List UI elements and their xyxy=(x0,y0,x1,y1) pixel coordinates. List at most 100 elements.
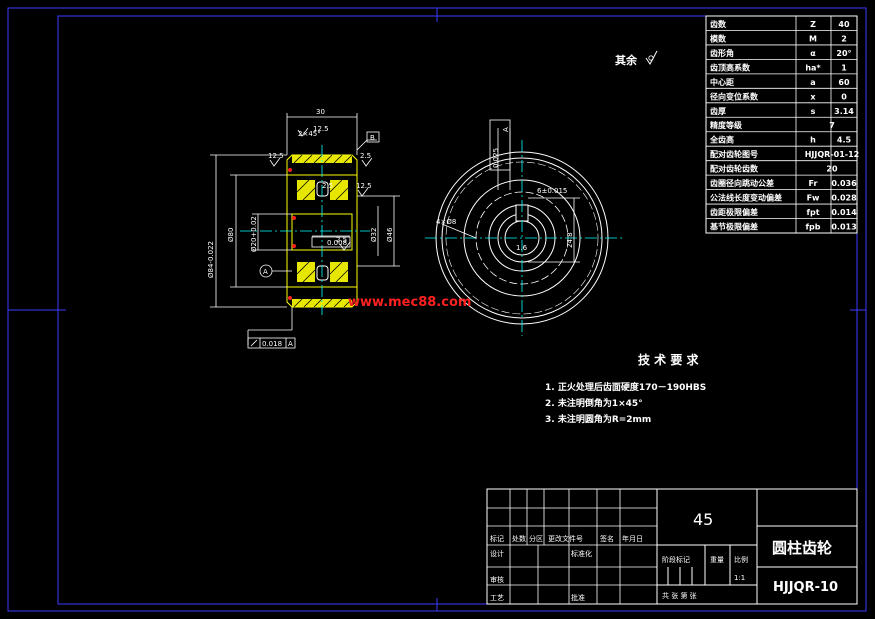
watermark: www.mec88.com xyxy=(348,295,471,310)
hole-pattern-dim: 4×Ø8 xyxy=(436,218,456,226)
section-view: B A 30 2×45° 12.5 12.5 2.5 12.5 2.5 2.5 … xyxy=(207,108,400,349)
svg-text:12.5: 12.5 xyxy=(268,152,284,160)
width-dim: 30 xyxy=(316,108,325,116)
drawing-number: HJJQR-10 xyxy=(773,580,838,595)
svg-text:1. 正火处理后齿面硬度170－190HBS: 1. 正火处理后齿面硬度170－190HBS xyxy=(545,381,706,393)
param-name: 精度等级 xyxy=(710,120,743,130)
param-name: 基节极限偏差 xyxy=(709,222,758,232)
svg-text:工艺: 工艺 xyxy=(490,594,504,602)
svg-text:标准化: 标准化 xyxy=(571,549,592,558)
svg-text:共 张 第 张: 共 张 第 张 xyxy=(662,591,697,600)
svg-text:阶段标记: 阶段标记 xyxy=(662,555,690,564)
param-row: 配对齿轮齿数 20 xyxy=(710,164,838,174)
param-name: 齿圈径向跳动公差 xyxy=(710,178,774,188)
param-row: 公法线长度变动偏差 Fw 0.028 xyxy=(710,193,857,203)
param-value: 0.028 xyxy=(831,194,857,203)
svg-text:A: A xyxy=(288,340,293,348)
param-name: 公法线长度变动偏差 xyxy=(710,193,782,203)
svg-text:12.5: 12.5 xyxy=(356,182,372,190)
title-block xyxy=(486,488,858,605)
svg-text:审核: 审核 xyxy=(490,575,504,584)
material: 45 xyxy=(693,510,713,529)
svg-text:处数: 处数 xyxy=(512,534,526,543)
param-symbol: Fr xyxy=(809,179,818,188)
bore-diameter-dim: Ø20+0.02 xyxy=(250,216,258,252)
svg-text:2.5: 2.5 xyxy=(322,182,333,190)
param-value: 0.013 xyxy=(831,223,856,232)
svg-text:分区: 分区 xyxy=(529,534,543,543)
svg-text:A: A xyxy=(263,268,268,276)
param-symbol: M xyxy=(809,34,817,43)
svg-text:0.008: 0.008 xyxy=(327,239,347,247)
param-symbol: Fw xyxy=(807,194,820,203)
param-symbol: s xyxy=(811,107,816,116)
technical-requirements: 技 术 要 求 1. 正火处理后齿面硬度170－190HBS 2. 未注明倒角为… xyxy=(545,352,706,425)
param-name: 径向变位系数 xyxy=(710,91,759,101)
tip-diameter-dim: Ø84-0.022 xyxy=(207,241,215,278)
param-name: 中心距 xyxy=(710,77,734,87)
param-value: 40 xyxy=(838,20,850,29)
svg-text:比例: 比例 xyxy=(734,555,748,564)
svg-text:设计: 设计 xyxy=(490,549,504,558)
param-symbol: h xyxy=(810,136,816,145)
svg-text:1.6: 1.6 xyxy=(516,244,528,252)
svg-text:更改文件号: 更改文件号 xyxy=(548,534,583,543)
param-name: 齿数 xyxy=(710,19,727,29)
symmetry-tolerance: 0.025 xyxy=(492,148,500,168)
svg-text:A: A xyxy=(502,127,510,132)
param-value: 1 xyxy=(841,63,847,72)
param-row: 齿厚 s 3.14 xyxy=(710,106,854,116)
rest-roughness-note: 其余 xyxy=(615,53,638,67)
param-value: 2 xyxy=(841,34,847,43)
svg-text:2.5: 2.5 xyxy=(336,236,347,244)
param-row: 齿圈径向跳动公差 Fr 0.036 xyxy=(710,178,857,188)
inner-border xyxy=(57,15,858,605)
param-value: 3.14 xyxy=(834,107,854,116)
param-name: 齿厚 xyxy=(710,106,726,116)
param-symbol: a xyxy=(810,78,815,87)
svg-text:0.018: 0.018 xyxy=(262,340,282,348)
param-symbol: α xyxy=(810,49,816,58)
param-value: 0.036 xyxy=(831,179,857,188)
param-value: 7 xyxy=(829,121,835,130)
param-row: 中心距 a 60 xyxy=(710,77,850,87)
root-diameter-dim: Ø80 xyxy=(227,228,235,242)
title-block-text: 标记 处数 分区 更改文件号 签名 年月日 设计 标准化 审核 工艺 批准 阶段… xyxy=(490,510,838,602)
svg-text:重量: 重量 xyxy=(710,556,724,564)
param-name: 配对齿轮图号 xyxy=(710,149,758,159)
roughness-symbol-icon xyxy=(645,50,658,65)
param-name: 配对齿轮齿数 xyxy=(710,164,759,174)
svg-text:3. 未注明圆角为R=2mm: 3. 未注明圆角为R=2mm xyxy=(545,413,651,425)
param-name: 齿距极限偏差 xyxy=(710,207,758,217)
hub-diameter-46-dim: Ø46 xyxy=(386,227,394,242)
param-value: 4.5 xyxy=(837,136,852,145)
param-value: 20 xyxy=(826,165,838,174)
svg-text:技 术 要 求: 技 术 要 求 xyxy=(638,352,700,367)
svg-text:2.5: 2.5 xyxy=(360,152,371,160)
param-value: 0 xyxy=(841,92,847,101)
hub-diameter-32-dim: Ø32 xyxy=(370,228,378,242)
svg-text:B: B xyxy=(370,134,375,142)
keyway-depth-dim: 24.8 xyxy=(566,232,574,248)
front-view: 0.025 A 6±0.015 24.8 4×Ø8 1.6 xyxy=(425,119,622,336)
svg-text:1:1: 1:1 xyxy=(734,574,745,582)
svg-text:年月日: 年月日 xyxy=(622,534,643,543)
svg-text:批准: 批准 xyxy=(571,593,585,602)
param-symbol: ha* xyxy=(805,63,821,72)
param-name: 齿形角 xyxy=(710,48,734,58)
param-symbol: fpt xyxy=(806,208,819,217)
chamfer-dim: 2×45° xyxy=(298,130,321,138)
svg-text:2. 未注明倒角为1×45°: 2. 未注明倒角为1×45° xyxy=(545,397,643,409)
param-value: 60 xyxy=(838,78,850,87)
keyway-width-dim: 6±0.015 xyxy=(537,187,567,195)
